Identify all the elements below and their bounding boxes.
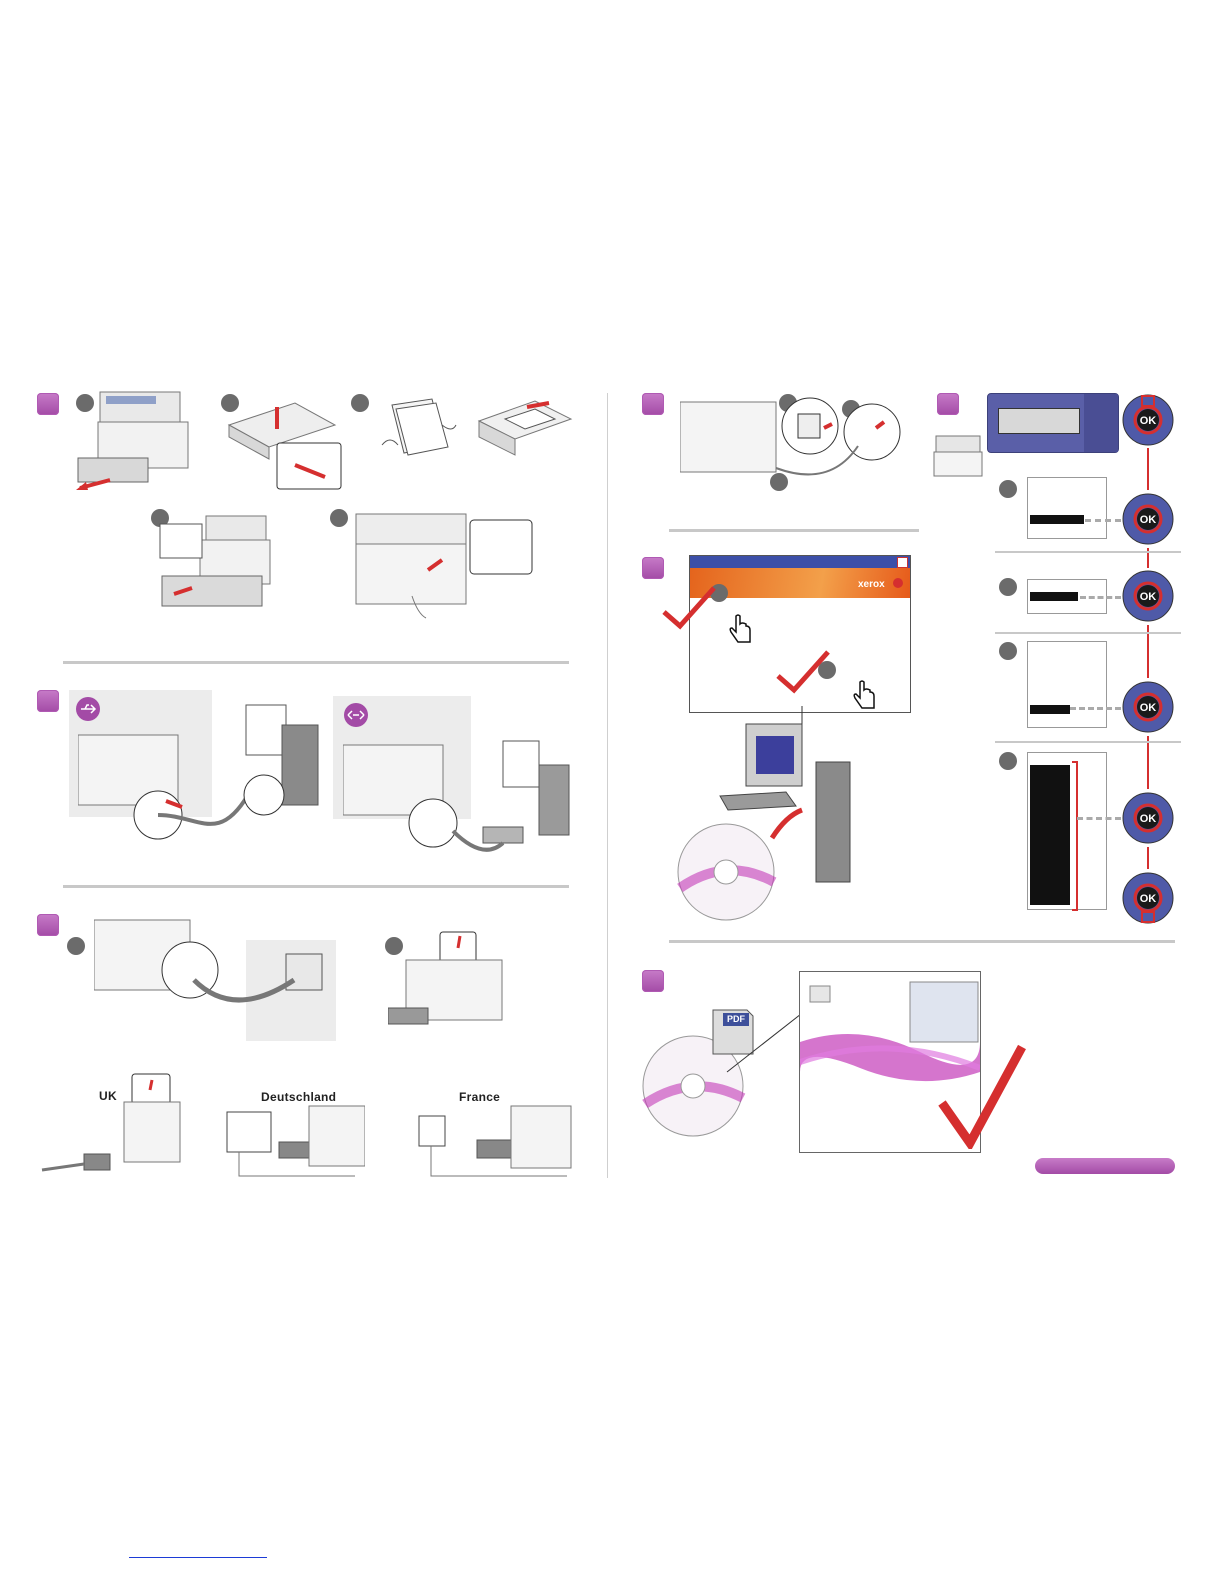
svg-text:OK: OK bbox=[1140, 591, 1157, 603]
fan-paper-illustration bbox=[372, 395, 462, 465]
section-divider bbox=[995, 632, 1181, 634]
svg-text:OK: OK bbox=[1140, 415, 1157, 427]
substep-1-marker bbox=[999, 480, 1017, 498]
svg-text:OK: OK bbox=[1140, 702, 1157, 714]
substep-2-marker bbox=[999, 578, 1017, 596]
screen-to-button-link bbox=[1070, 707, 1121, 710]
printer-open-tray-illustration bbox=[70, 388, 200, 498]
tray-guides-illustration bbox=[225, 395, 343, 493]
control-panel-display bbox=[987, 393, 1119, 453]
uk-adapter-illustration bbox=[40, 1072, 185, 1177]
deutschland-socket-illustration bbox=[215, 1102, 365, 1182]
substep-3-marker bbox=[999, 642, 1017, 660]
lcd-selected-item bbox=[1030, 705, 1070, 714]
substep-1-marker bbox=[67, 937, 85, 955]
step-badge-paper bbox=[37, 393, 59, 415]
lcd-selected-item bbox=[1030, 515, 1084, 524]
france-socket-illustration bbox=[417, 1102, 572, 1182]
step-badge-power bbox=[642, 393, 664, 415]
lcd-menu-screen bbox=[1027, 641, 1107, 728]
svg-text:xerox: xerox bbox=[858, 579, 885, 590]
section-divider bbox=[995, 551, 1181, 553]
lcd-report-block bbox=[1030, 765, 1070, 905]
substep-4-marker bbox=[999, 752, 1017, 770]
svg-text:OK: OK bbox=[1140, 514, 1157, 526]
installer-title-bar bbox=[690, 556, 910, 568]
pointer-hand-icon bbox=[852, 680, 878, 712]
lcd-long-screen bbox=[1027, 752, 1107, 910]
ok-nav-button[interactable]: OK bbox=[1121, 871, 1175, 925]
lcd-selected-item bbox=[1030, 592, 1078, 601]
flow-arrow bbox=[1147, 448, 1149, 490]
ok-nav-button[interactable]: OK bbox=[1121, 680, 1175, 734]
fax-line-illustration bbox=[94, 910, 334, 1040]
power-connection-illustration bbox=[680, 392, 902, 492]
panel-lcd bbox=[998, 408, 1080, 434]
report-bracket bbox=[1072, 761, 1078, 911]
phone-extension-illustration bbox=[388, 928, 578, 1038]
svg-text:OK: OK bbox=[1140, 893, 1157, 905]
flow-arrow bbox=[1147, 847, 1149, 869]
step-badge-control-panel bbox=[937, 393, 959, 415]
substep-5-marker bbox=[330, 509, 348, 527]
panel-side-buttons bbox=[1084, 394, 1118, 452]
network-icon bbox=[343, 702, 369, 728]
checkmark-icon bbox=[938, 1043, 1026, 1149]
rear-cover-illustration bbox=[352, 510, 537, 620]
close-icon[interactable] bbox=[897, 557, 908, 568]
step-badge-connection bbox=[37, 690, 59, 712]
screen-to-button-link bbox=[1077, 817, 1121, 820]
flow-arrow bbox=[1147, 736, 1149, 789]
ok-nav-button[interactable]: OK bbox=[1121, 569, 1175, 623]
pointer-hand-icon bbox=[728, 614, 754, 646]
checkmark-icon bbox=[776, 650, 830, 694]
load-paper-illustration bbox=[475, 395, 575, 463]
step-badge-fax bbox=[37, 914, 59, 936]
usb-connection-illustration bbox=[78, 695, 323, 845]
lcd-menu-screen bbox=[1027, 477, 1107, 539]
section-divider bbox=[63, 661, 569, 664]
step-badge-documentation bbox=[642, 970, 664, 992]
ok-nav-button[interactable]: OK bbox=[1121, 393, 1175, 447]
insert-tray-illustration bbox=[156, 512, 274, 612]
step-badge-software bbox=[642, 557, 664, 579]
screen-to-button-link bbox=[1085, 519, 1121, 522]
ok-nav-button[interactable]: OK bbox=[1121, 791, 1175, 845]
checkmark-icon bbox=[662, 586, 716, 630]
svg-text:OK: OK bbox=[1140, 813, 1157, 825]
page-fold-line bbox=[607, 393, 608, 1178]
section-divider bbox=[63, 885, 569, 888]
computer-with-cd-illustration bbox=[676, 706, 852, 926]
section-divider bbox=[995, 741, 1181, 743]
section-divider bbox=[669, 940, 1175, 943]
pdf-badge: PDF bbox=[723, 1013, 749, 1026]
network-connection-illustration bbox=[343, 735, 571, 865]
xerox-logo: xerox bbox=[858, 576, 904, 590]
substep-3-marker bbox=[351, 394, 369, 412]
ok-nav-button[interactable]: OK bbox=[1121, 492, 1175, 546]
section-divider bbox=[669, 529, 919, 532]
footer-link-underline bbox=[129, 1557, 267, 1558]
printer-small-illustration bbox=[932, 432, 984, 480]
footer-accent-bar bbox=[1035, 1158, 1175, 1174]
screen-to-button-link bbox=[1080, 596, 1121, 599]
